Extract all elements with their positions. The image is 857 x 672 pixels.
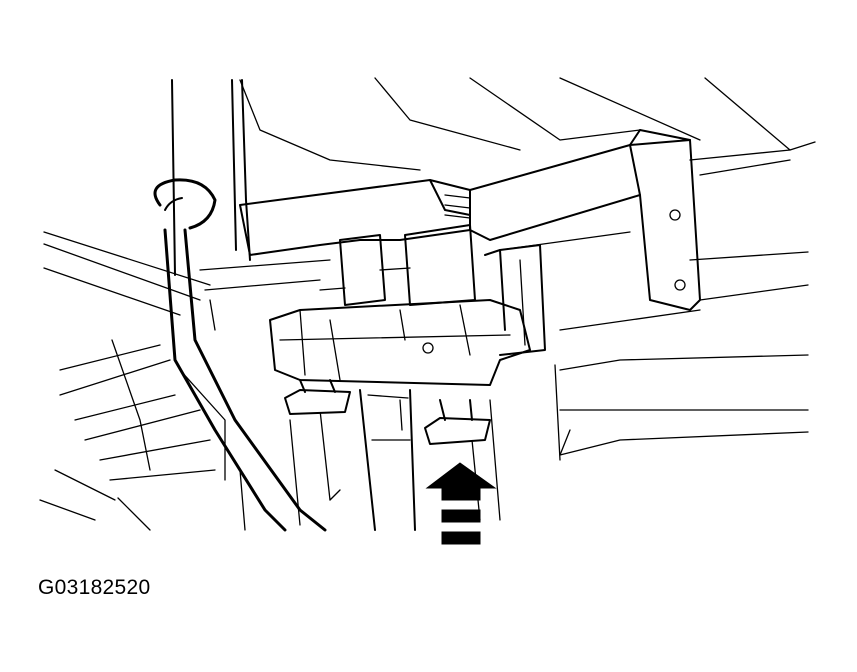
wire-harness xyxy=(153,178,327,532)
support-shaft xyxy=(359,389,416,531)
figure-code-label: G03182520 xyxy=(38,576,151,599)
mounting-bracket xyxy=(239,129,701,356)
bolt-hole-icon xyxy=(674,279,686,291)
module-assembly xyxy=(199,224,531,386)
retaining-clips xyxy=(284,379,491,445)
bolt-hole-icon xyxy=(422,342,434,354)
column-posts xyxy=(171,79,251,276)
bolt-hole-icon xyxy=(669,209,681,221)
upward-push-arrow-icon xyxy=(425,462,497,545)
background-structure xyxy=(39,77,816,531)
